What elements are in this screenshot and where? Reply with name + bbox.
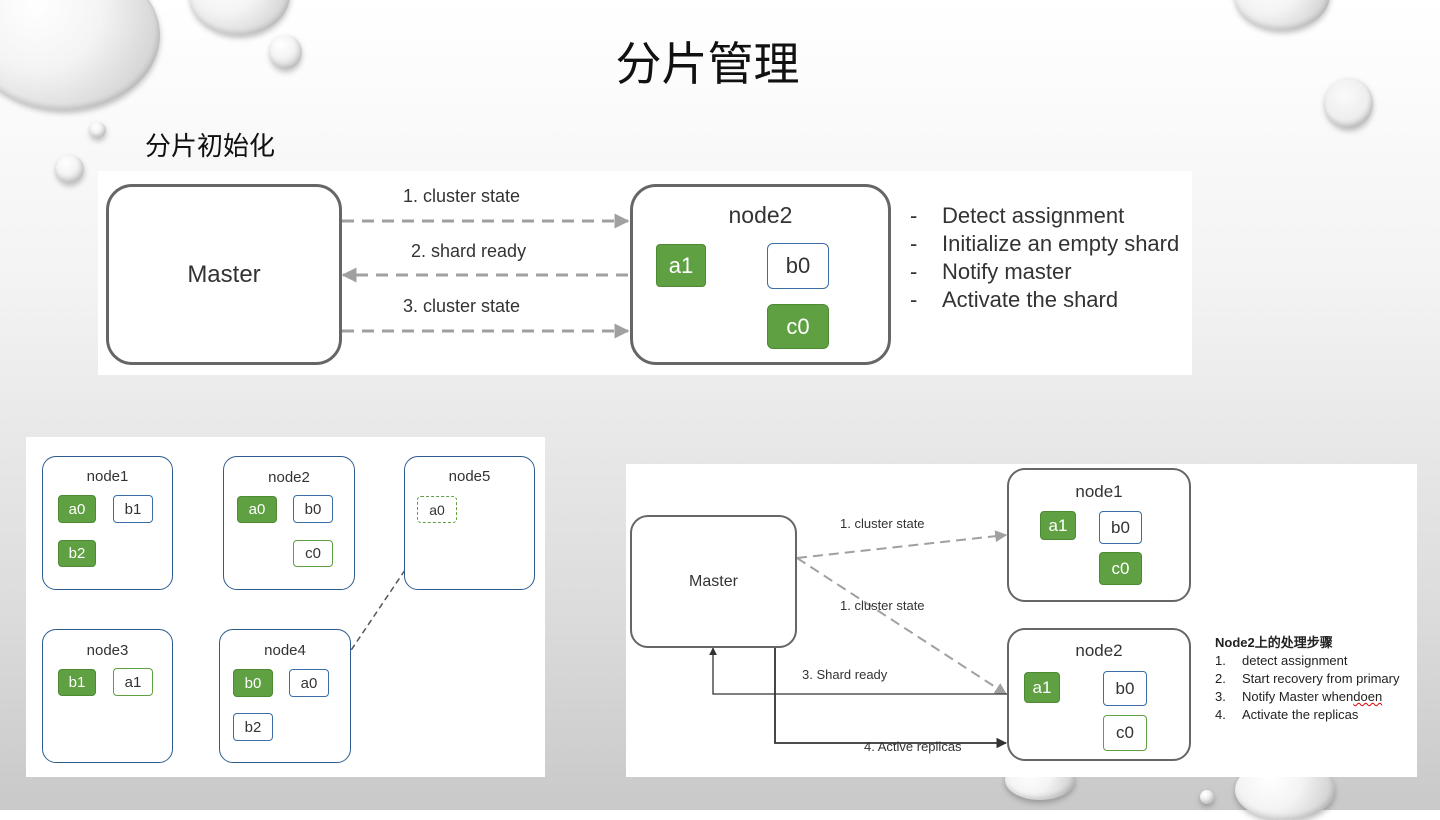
list-item: 1. detect assignment: [1215, 652, 1399, 670]
bullet-marker: -: [910, 231, 918, 256]
step-text: Start recovery from primary: [1242, 671, 1400, 686]
step-number: 3.: [1215, 689, 1226, 704]
node5-label: node5: [448, 468, 491, 485]
cluster-nodes-diagram: node1 a0 b1 b2 node2 a0 b0 c0 node5 a0 n…: [26, 437, 545, 777]
arrow-label-shard-ready: 3. Shard ready: [802, 667, 888, 682]
master-box: [630, 515, 797, 648]
arrow-label-active-replicas: 4. Active replicas: [864, 739, 962, 754]
shard-b0: b0: [233, 669, 273, 697]
steps-heading: Node2上的处理步骤: [1215, 635, 1333, 650]
shard-a1: a1: [656, 244, 706, 287]
node1-label: node1: [86, 468, 129, 485]
node3-label: node3: [86, 642, 129, 659]
replica-recovery-diagram: Master 1. cluster state 1. cluster state…: [626, 464, 1417, 777]
shard-c0: c0: [1099, 552, 1142, 585]
node2-box: [223, 456, 355, 590]
step-number: 4.: [1215, 707, 1226, 722]
bottom-right-arrows-layer: [709, 530, 1008, 749]
top-arrows-layer: [341, 213, 630, 339]
node2-label: node2: [1075, 641, 1123, 660]
bullet-marker: -: [910, 203, 918, 228]
shard-b2: b2: [233, 713, 273, 741]
arrow-shard-ready: [709, 647, 1007, 695]
master-box: [106, 184, 342, 365]
shard-b1: b1: [58, 669, 96, 696]
shard-c0: c0: [293, 540, 333, 567]
node3-box: [42, 629, 173, 763]
shard-c0: c0: [1103, 715, 1147, 751]
shard-c0: c0: [767, 304, 829, 349]
node2-steps: Node2上的处理步骤 1. detect assignment 2. Start …: [1215, 634, 1399, 724]
list-item: -Initialize an empty shard: [910, 230, 1179, 258]
node1-label: node1: [1075, 482, 1123, 501]
water-drop-decoration: [1235, 0, 1330, 30]
water-drop-decoration: [1200, 790, 1214, 804]
step-number: 1.: [1215, 653, 1226, 668]
node2-label: node2: [268, 469, 310, 486]
bullet-text: Notify master: [942, 259, 1072, 284]
arrow-cluster-state-to-node1: [796, 530, 1008, 559]
shard-b0: b0: [1099, 511, 1142, 544]
water-drop-decoration: [56, 155, 84, 183]
arrow-label-cluster-state-1: 1. cluster state: [840, 516, 925, 531]
shard-init-diagram: Master 1. cluster state 2. shard ready 3…: [98, 171, 1192, 375]
arrow-active-replicas: [774, 648, 1008, 749]
bullet-marker: -: [910, 287, 918, 312]
node2-label: node2: [728, 202, 793, 228]
water-drop-decoration: [270, 35, 302, 69]
list-item: 3. Notify Master when doen: [1215, 688, 1399, 706]
step-number: 2.: [1215, 671, 1226, 686]
list-item: -Activate the shard: [910, 286, 1179, 314]
misspelled-word: doen: [1353, 689, 1383, 704]
arrow-label-cluster-state-2: 1. cluster state: [840, 598, 925, 613]
node4-label: node4: [264, 642, 306, 659]
bullet-marker: -: [910, 259, 918, 284]
shard-b0: b0: [1103, 671, 1147, 706]
arrow-label-1: 1. cluster state: [403, 186, 521, 206]
step-text: detect assignment: [1242, 653, 1348, 668]
bullet-text: Initialize an empty shard: [942, 231, 1180, 256]
bullet-text: Detect assignment: [942, 203, 1125, 228]
list-item: 4. Activate the replicas: [1215, 706, 1399, 724]
node5-box: [404, 456, 535, 590]
shard-b1: b1: [113, 495, 153, 523]
step-text: Notify Master when: [1242, 689, 1354, 704]
water-drop-decoration: [1325, 78, 1373, 128]
arrow-label-2: 2. shard ready: [411, 241, 527, 261]
node-actions-list: -Detect assignment -Initialize an empty …: [910, 202, 1179, 314]
shard-a1: a1: [1040, 511, 1076, 540]
list-item: 2. Start recovery from primary: [1215, 670, 1399, 688]
slide-subtitle: 分片初始化: [145, 132, 276, 162]
shard-a0-initializing: a0: [417, 496, 457, 523]
master-label: Master: [187, 261, 261, 288]
arrow-label-3: 3. cluster state: [403, 296, 521, 316]
arrow-cluster-state-to-node2: [796, 557, 1008, 695]
master-label: Master: [689, 573, 738, 590]
shard-a1: a1: [1024, 672, 1060, 703]
shard-b2: b2: [58, 540, 96, 567]
step-text: Activate the replicas: [1242, 707, 1359, 722]
shard-a0: a0: [289, 669, 329, 697]
list-item: -Notify master: [910, 258, 1179, 286]
shard-a0: a0: [237, 496, 277, 523]
slide-title: 分片管理: [615, 37, 800, 91]
node1-box: [42, 456, 173, 590]
shard-b0: b0: [293, 495, 333, 523]
bullet-text: Activate the shard: [942, 287, 1119, 312]
water-drop-decoration: [90, 122, 106, 138]
shard-b0: b0: [767, 243, 829, 289]
shard-a0: a0: [58, 495, 96, 523]
list-item: -Detect assignment: [910, 202, 1179, 230]
shard-a1: a1: [113, 668, 153, 696]
